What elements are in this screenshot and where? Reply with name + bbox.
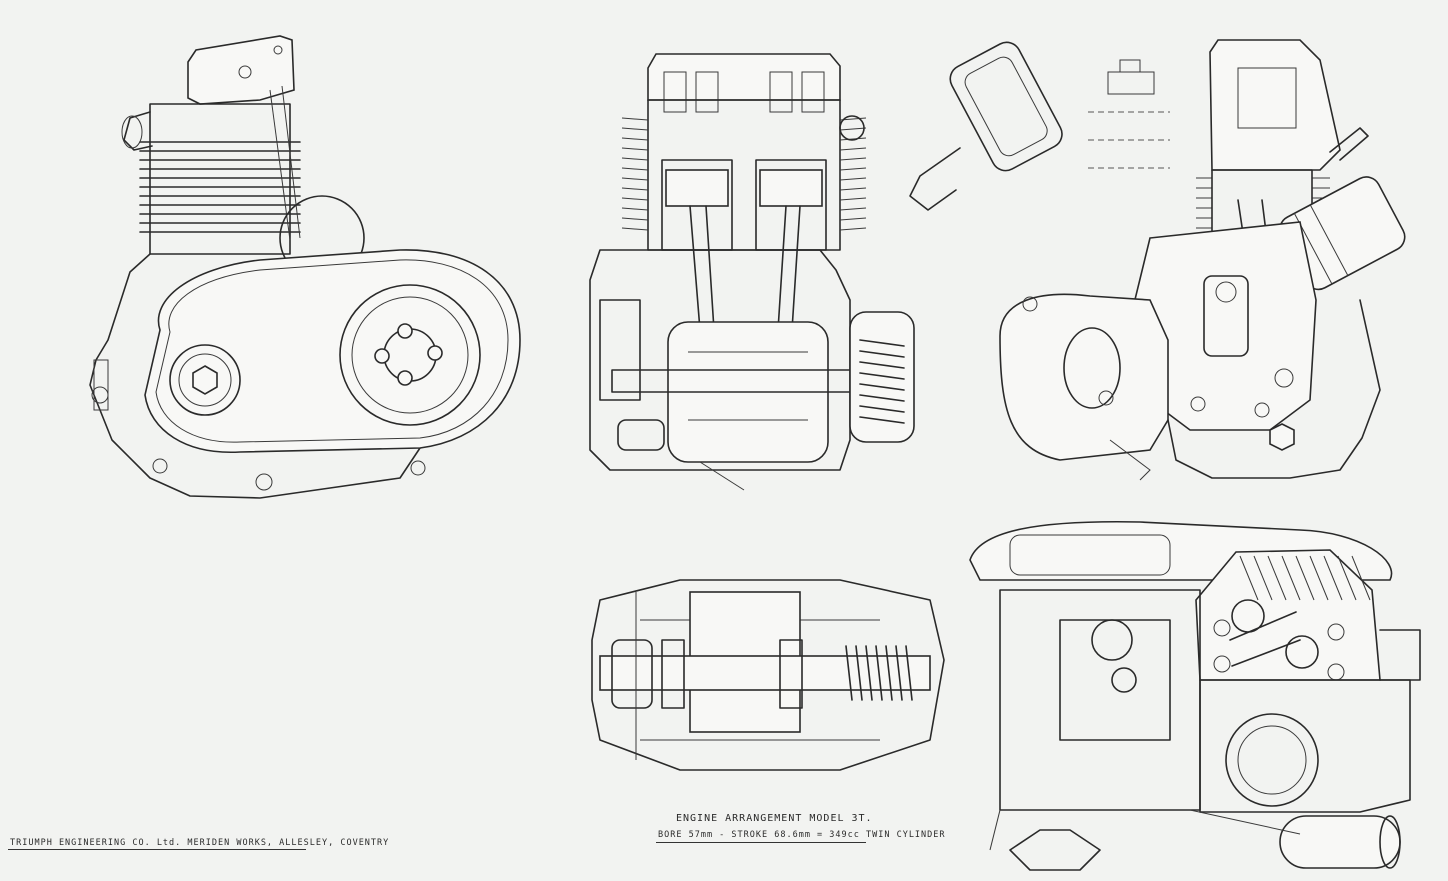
spring-coil [859, 361, 905, 369]
cooling-fin [839, 157, 867, 161]
drawing-title: ENGINE ARRANGEMENT MODEL 3T. [676, 813, 873, 824]
spring-coil [859, 405, 905, 413]
cooling-fin [621, 207, 649, 211]
spring-coil [855, 645, 863, 701]
cooling-fin [839, 177, 867, 181]
engine-top-view [969, 520, 1421, 871]
cooling-fin [1239, 555, 1259, 601]
cooling-fin [621, 157, 649, 161]
cooling-fin [621, 137, 649, 141]
spring-coil [859, 383, 905, 391]
spring-coil [885, 645, 893, 701]
cooling-fin [1267, 555, 1287, 601]
cooling-fin [839, 147, 867, 151]
cooling-fin [621, 117, 649, 121]
spring-coil [875, 645, 883, 701]
title-underline [656, 842, 866, 843]
cooling-fin [621, 147, 649, 151]
cooling-fin [839, 187, 867, 191]
cooling-fin [1281, 555, 1301, 601]
cooling-fin [1323, 555, 1343, 601]
cooling-fin [839, 217, 867, 221]
spring-coil [859, 350, 905, 358]
cooling-fin [621, 177, 649, 181]
cooling-fin [1337, 555, 1357, 601]
engine-left-side-view [89, 35, 521, 499]
spring-coil [895, 645, 903, 701]
cooling-fin [839, 167, 867, 171]
engine-plan-section-view [591, 579, 945, 771]
cooling-fin [621, 217, 649, 221]
cooling-fin [621, 197, 649, 201]
cooling-fin [621, 227, 649, 231]
spring-coil [859, 394, 905, 402]
cooling-fin [1253, 555, 1273, 601]
cooling-fin [839, 127, 867, 131]
drawing-spec: BORE 57mm - STROKE 68.6mm = 349cc TWIN C… [658, 830, 946, 840]
cooling-fin [621, 167, 649, 171]
spring-coil [859, 372, 905, 380]
cooling-fin [621, 127, 649, 131]
spring-coil [845, 645, 853, 701]
cooling-fin [1309, 555, 1329, 601]
maker-caption: TRIUMPH ENGINEERING CO. Ltd. MERIDEN WOR… [10, 838, 390, 848]
engine-front-section-view [589, 53, 915, 491]
spring-coil [859, 339, 905, 347]
cooling-fin [1295, 555, 1315, 601]
spring-coil [905, 645, 913, 701]
spring-coil [865, 645, 873, 701]
cooling-fin [839, 137, 867, 141]
cooling-fin [621, 187, 649, 191]
maker-underline [8, 849, 306, 850]
engine-right-side-view [909, 39, 1406, 481]
spring-coil [859, 416, 905, 424]
cooling-fin [839, 207, 867, 211]
cooling-fin [839, 197, 867, 201]
cooling-fin [839, 227, 867, 231]
cooling-fin [1351, 555, 1371, 601]
